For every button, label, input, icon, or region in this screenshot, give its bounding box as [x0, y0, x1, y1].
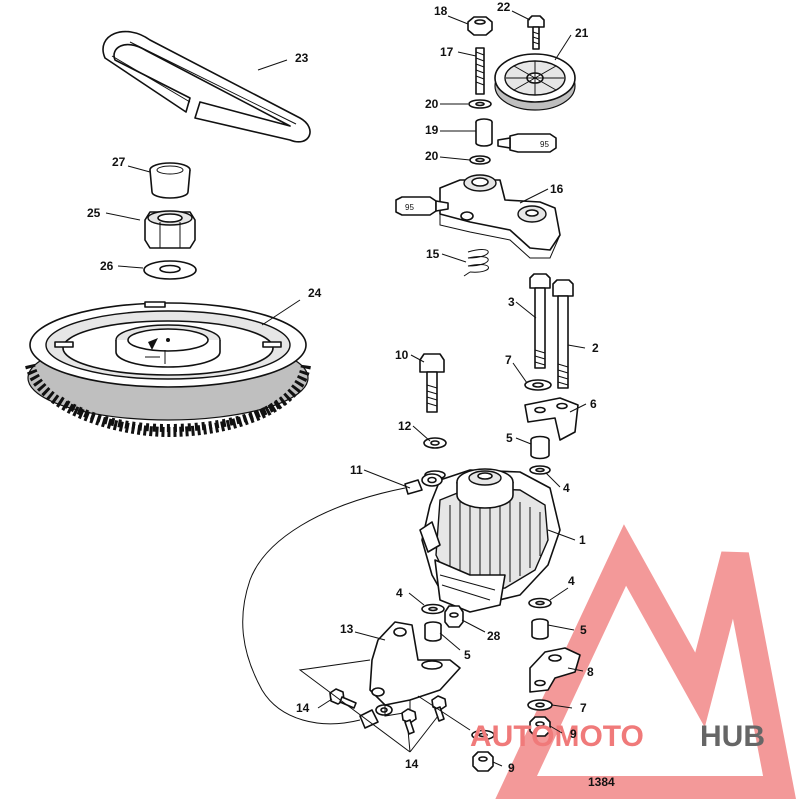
washer-7-upper — [524, 379, 552, 391]
idler-pulley — [494, 53, 576, 111]
callout-21: 21 — [575, 26, 589, 40]
callout-14-bottom: 14 — [405, 757, 419, 771]
washer-12 — [423, 437, 447, 449]
adjusting-bracket — [529, 647, 581, 693]
watermark-wordmark: AUTOMOTO HUB — [470, 720, 765, 753]
callout-labels: 23 27 25 26 24 18 22 17 21 20 19 20 16 1… — [87, 0, 599, 775]
sealant-tube-upper-label: 95 — [540, 140, 549, 149]
callout-26: 26 — [100, 259, 114, 273]
callout-12: 12 — [398, 419, 412, 433]
long-bolt-3 — [529, 273, 551, 369]
watermark-logo — [495, 524, 796, 799]
watermark-text-primary: AUTOMOTO — [470, 720, 644, 753]
callout-15: 15 — [426, 247, 440, 261]
washer-4-lower-left — [421, 603, 445, 615]
callout-10: 10 — [395, 348, 409, 362]
washer-7-lower — [527, 699, 553, 711]
callout-22: 22 — [497, 0, 511, 14]
drive-belt — [102, 30, 311, 143]
callout-2: 2 — [592, 341, 599, 355]
callout-8: 8 — [587, 665, 594, 679]
callout-9-left: 9 — [508, 761, 515, 775]
callout-4-lower-right: 4 — [568, 574, 575, 588]
washer-9-left — [471, 729, 495, 741]
figure-number: 1384 — [588, 775, 615, 789]
callout-11: 11 — [350, 463, 363, 477]
callout-14-left: 14 — [296, 701, 310, 715]
alternator — [419, 468, 561, 613]
spacer-sleeve — [475, 118, 493, 147]
callout-28: 28 — [487, 629, 501, 643]
tension-spring — [463, 249, 489, 277]
callout-20-upper: 20 — [425, 97, 439, 111]
callout-23: 23 — [295, 51, 309, 65]
sealant-tube-upper: 95 — [497, 133, 557, 153]
bushing-5-upper — [530, 435, 550, 460]
callout-4-lower-left: 4 — [396, 586, 403, 600]
callout-25: 25 — [87, 206, 101, 220]
callout-20-lower: 20 — [425, 149, 439, 163]
callout-9-right: 9 — [570, 727, 577, 741]
flywheel-washer — [143, 260, 197, 280]
callout-19: 19 — [425, 123, 439, 137]
mounting-bolt-10 — [419, 353, 445, 413]
callout-17: 17 — [440, 45, 454, 59]
callout-7-upper: 7 — [505, 353, 512, 367]
nut-9-left — [472, 751, 494, 772]
callout-5-lower-left: 5 — [464, 648, 471, 662]
spacer-washer-lower — [469, 155, 491, 165]
bracket-bolt-14-c — [431, 695, 447, 722]
callout-6: 6 — [590, 397, 597, 411]
support-bracket — [524, 397, 579, 441]
spacer-washer-upper — [468, 99, 492, 109]
callout-16: 16 — [550, 182, 564, 196]
callout-7-lower: 7 — [580, 701, 587, 715]
callout-1: 1 — [579, 533, 586, 547]
callout-3: 3 — [508, 295, 515, 309]
callout-5-upper: 5 — [506, 431, 513, 445]
bushing-5-lower-right — [531, 618, 549, 640]
callout-18: 18 — [434, 4, 448, 18]
sealant-tube-left: 95 — [395, 196, 449, 216]
pulley-nut — [467, 16, 493, 36]
flywheel-nut — [144, 210, 196, 249]
bushing-5-lower-left — [424, 621, 442, 642]
ring-gear-teeth — [25, 363, 311, 438]
idler-stud — [475, 47, 485, 95]
long-bolt-2 — [552, 279, 574, 389]
bracket-bolt-14-a — [329, 688, 357, 709]
bracket-bolt-14-b — [401, 708, 417, 735]
small-bolt — [527, 15, 545, 50]
callout-27: 27 — [112, 155, 126, 169]
flywheel — [25, 301, 311, 438]
lower-mount-bracket — [369, 621, 461, 717]
idler-bracket — [439, 174, 561, 259]
callout-4-upper: 4 — [563, 481, 570, 495]
ground-cable — [242, 473, 443, 729]
callout-24: 24 — [308, 286, 322, 300]
bushing — [149, 162, 191, 199]
nut-9-right — [529, 716, 551, 737]
washer-4-lower-right — [528, 597, 552, 609]
watermark-text-secondary: HUB — [700, 720, 765, 753]
callout-13: 13 — [340, 622, 354, 636]
callout-5-lower-right: 5 — [580, 623, 587, 637]
washer-4-a — [529, 465, 551, 475]
alternator-fins — [449, 497, 541, 588]
terminal-nut — [444, 605, 464, 628]
leader-lines — [105, 10, 587, 767]
sealant-tube-left-label: 95 — [405, 203, 414, 212]
